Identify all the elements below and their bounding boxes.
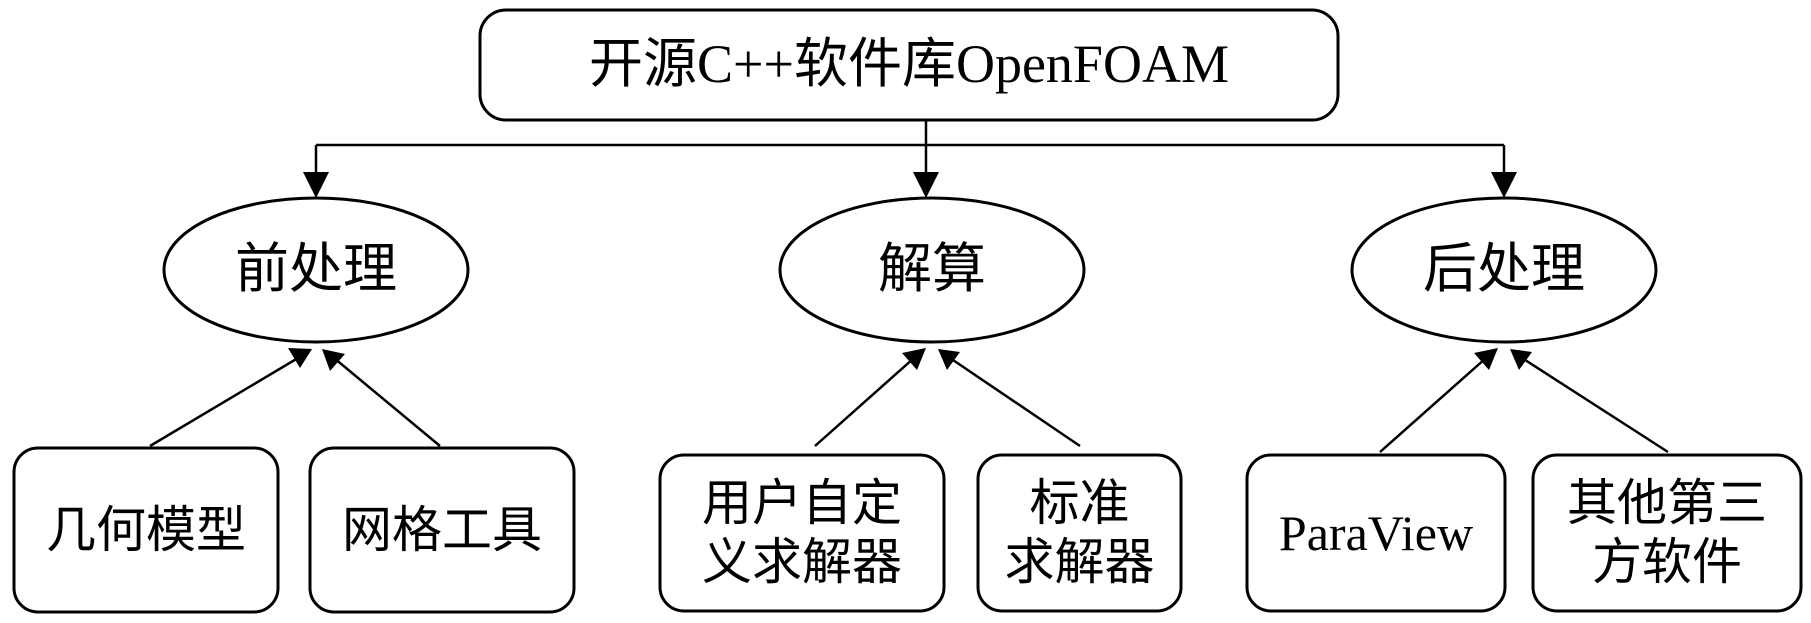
solve-label: 解算 (878, 239, 986, 300)
root-label: 开源C++软件库OpenFOAM (589, 34, 1229, 95)
arrowhead-solve (913, 172, 939, 198)
leaf-paraview: ParaView (1247, 455, 1505, 611)
postprocess-label: 后处理 (1423, 239, 1585, 300)
arrowhead-standard (938, 349, 960, 370)
leaf-thirdparty-line-1: 其他第三 (1567, 475, 1767, 531)
edge-thirdparty-to-postprocess (1521, 356, 1669, 454)
leaf-box-paraview (1245, 453, 1507, 613)
arrowhead-mesh (322, 349, 345, 371)
postprocess-ellipse (1350, 196, 1658, 344)
leaf-mesh: 网格工具 (310, 448, 574, 612)
arrowhead-preprocess (303, 172, 329, 198)
arrowhead-paraview (1474, 348, 1498, 370)
leaf-box-mesh (308, 446, 576, 614)
leaf-standard-line-2: 求解器 (1004, 534, 1155, 590)
leaf-box-standard (976, 453, 1183, 613)
preprocess-label: 前处理 (235, 239, 397, 300)
edge-mesh-to-preprocess (333, 357, 441, 447)
leaf-box-geometry (12, 446, 280, 614)
leaf-userdefined-line-2: 义求解器 (702, 534, 902, 590)
leaf-userdefined-line-1: 用户自定 (702, 475, 902, 531)
edge-geometry-to-preprocess (149, 356, 299, 448)
arrowhead-thirdparty (1510, 349, 1532, 370)
leaf-box-thirdparty (1531, 453, 1803, 613)
leaf-standard: 标准 求解器 (978, 455, 1181, 611)
arrowhead-geometry (288, 348, 312, 368)
root-box (478, 8, 1340, 122)
solve-ellipse (778, 196, 1086, 344)
leaf-paraview-line-1: ParaView (1278, 504, 1474, 561)
edge-paraview-to-postprocess (1379, 357, 1487, 453)
leaf-geometry-line-1: 几何模型 (46, 501, 246, 558)
leaf-userdefined: 用户自定 义求解器 (660, 455, 944, 611)
edge-standard-to-solve (949, 356, 1081, 448)
arrowhead-userdefined (902, 348, 926, 370)
leaf-box-userdefined (658, 453, 946, 613)
leaf-mesh-line-1: 网格工具 (342, 501, 542, 558)
arrowhead-postprocess (1491, 172, 1517, 198)
preprocess-ellipse (162, 196, 470, 344)
leaf-geometry: 几何模型 (14, 448, 278, 612)
leaf-standard-line-1: 标准 (1029, 475, 1130, 531)
edge-userdefined-to-solve (814, 357, 915, 447)
leaf-thirdparty: 其他第三 方软件 (1533, 455, 1801, 611)
leaf-thirdparty-line-2: 方软件 (1592, 534, 1742, 590)
